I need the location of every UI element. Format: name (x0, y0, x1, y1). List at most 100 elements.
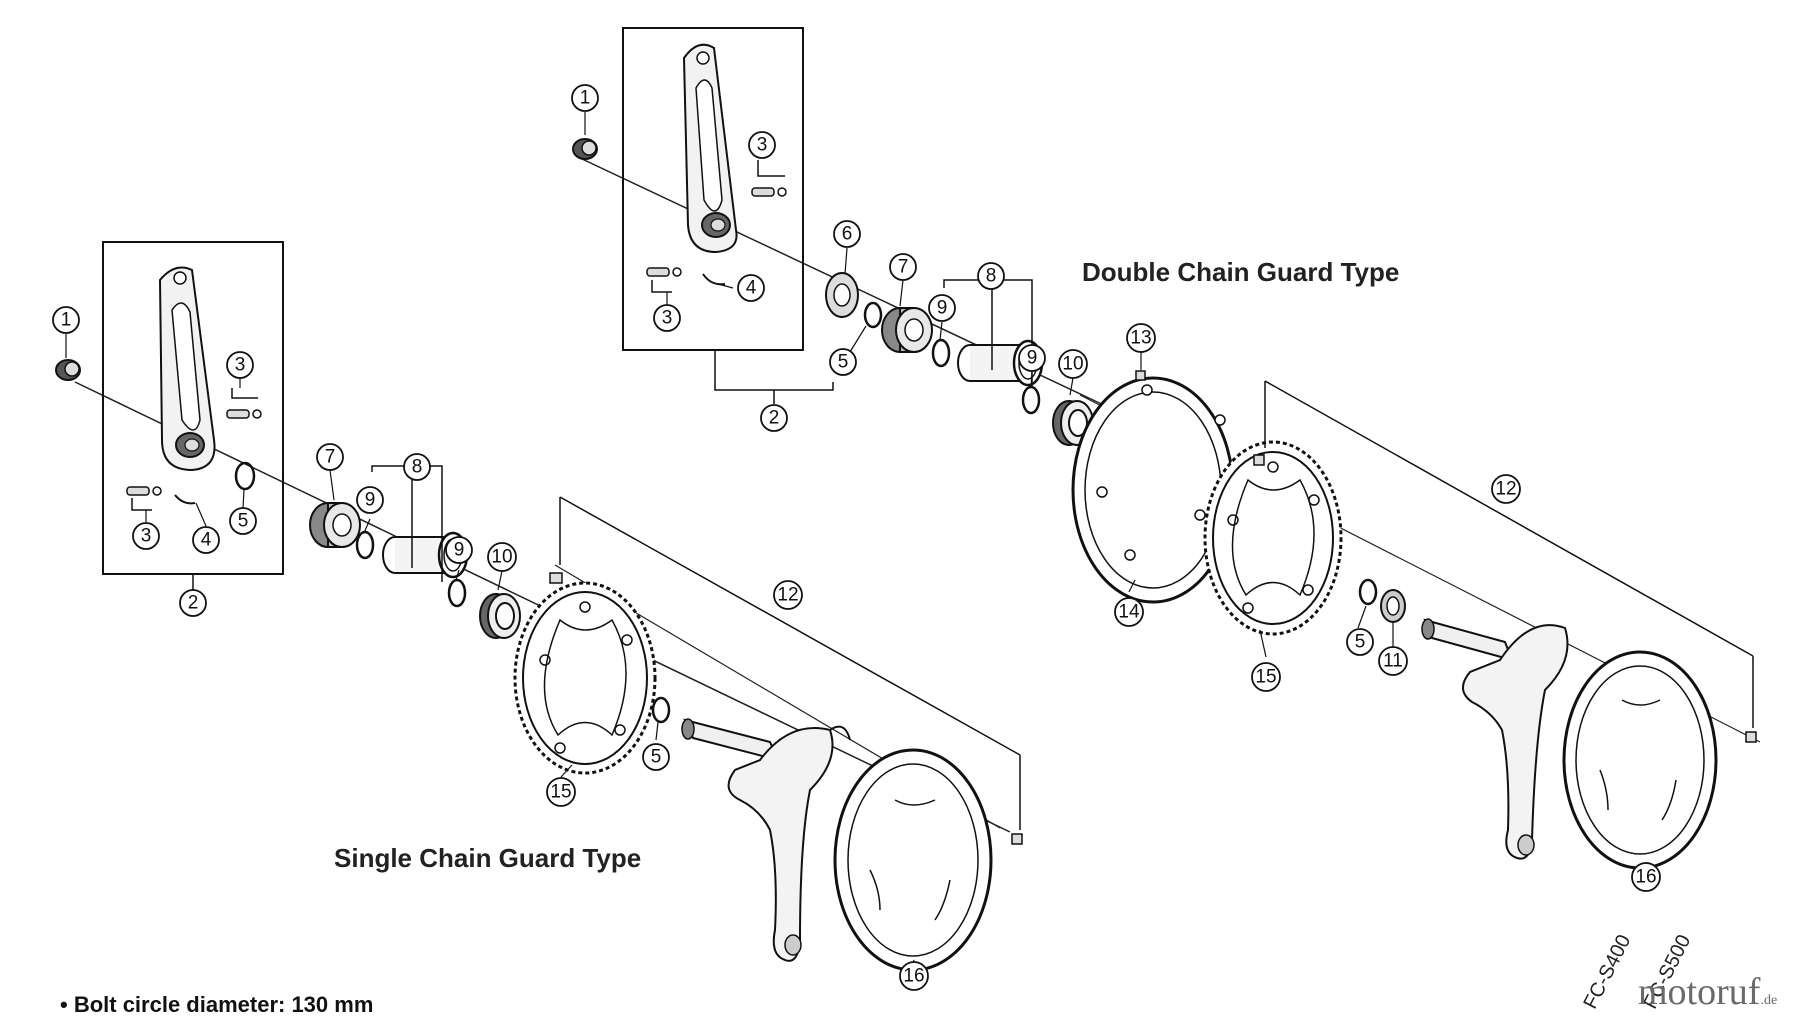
leader-lines (584, 112, 1647, 869)
crank-cap (572, 138, 598, 160)
callout-14: 14 (1114, 597, 1144, 627)
guard-bolt (1011, 833, 1023, 845)
svg-text:12: 12 (1495, 479, 1516, 500)
chain-guard (833, 748, 993, 972)
svg-text:16: 16 (903, 966, 924, 987)
svg-text:1: 1 (61, 310, 72, 331)
callout-8: 8 (977, 262, 1005, 290)
bolt-circle-note: • Bolt circle diameter: 130 mm (60, 992, 374, 1017)
crank-bolt (226, 409, 262, 419)
callout-9: 9 (445, 536, 473, 564)
right-crank-arm (1421, 618, 1569, 860)
callout-9: 9 (1018, 344, 1046, 372)
callout-5: 5 (642, 743, 670, 771)
single-guard-assembly (55, 241, 1023, 972)
svg-text:5: 5 (238, 511, 249, 532)
svg-text:9: 9 (1027, 348, 1038, 369)
callout-8: 8 (403, 453, 431, 481)
watermark-logo: motoruf.de (1638, 970, 1777, 1014)
left-crank-arm (158, 266, 216, 472)
callout-9: 9 (928, 294, 956, 322)
callout-12: 12 (773, 580, 803, 610)
svg-text:3: 3 (662, 308, 673, 329)
callouts: 1 2 3 3 4 5 7 8 9 9 10 12 5 15 16 1 2 3 … (52, 84, 1661, 991)
callout-10: 10 (1058, 349, 1088, 379)
callout-9: 9 (356, 486, 384, 514)
watermark-text: motoruf (1638, 971, 1761, 1013)
guard-bolt (1745, 731, 1757, 743)
crank-bolt (646, 267, 682, 277)
svg-text:4: 4 (746, 278, 757, 299)
stopper-plate (702, 273, 726, 286)
chainring (1203, 440, 1343, 636)
svg-text:15: 15 (550, 782, 571, 803)
svg-text:14: 14 (1118, 602, 1140, 623)
chain-guard (1562, 650, 1718, 870)
watermark-suffix: .de (1760, 993, 1778, 1008)
chainring-bolt (1253, 454, 1265, 466)
stopper-plate (174, 494, 196, 505)
svg-text:7: 7 (325, 447, 336, 468)
callout-7: 7 (316, 443, 344, 471)
callout-15: 15 (1251, 662, 1281, 692)
callout-4: 4 (737, 274, 765, 302)
callout-16: 16 (1631, 862, 1661, 892)
double-guard-title: Double Chain Guard Type (1082, 257, 1400, 287)
svg-text:3: 3 (235, 355, 246, 376)
svg-text:5: 5 (1355, 632, 1366, 653)
left-crank-box (622, 27, 804, 351)
callout-15: 15 (546, 777, 576, 807)
svg-text:3: 3 (757, 135, 768, 156)
svg-text:7: 7 (898, 257, 909, 278)
callout-2: 2 (760, 404, 788, 432)
svg-text:4: 4 (201, 530, 212, 551)
svg-text:1: 1 (580, 88, 591, 109)
bb-spacer (447, 578, 467, 608)
crank-bolt (751, 187, 787, 197)
callout-5: 5 (229, 507, 257, 535)
left-crank-arm (682, 43, 738, 254)
svg-text:11: 11 (1383, 651, 1403, 672)
double-guard-assembly (572, 27, 1761, 870)
svg-text:5: 5 (838, 352, 849, 373)
callout-7: 7 (889, 253, 917, 281)
svg-text:6: 6 (842, 224, 853, 245)
callout-12: 12 (1491, 474, 1521, 504)
bb-spacer (355, 530, 375, 560)
callout-5: 5 (829, 348, 857, 376)
callout-6: 6 (833, 220, 861, 248)
callout-4: 4 (192, 526, 220, 554)
svg-text:13: 13 (1130, 328, 1151, 349)
crank-cap (55, 359, 81, 381)
o-ring (651, 696, 671, 724)
svg-text:16: 16 (1635, 867, 1656, 888)
callout-2: 2 (179, 589, 207, 617)
svg-text:8: 8 (986, 266, 997, 287)
svg-text:9: 9 (365, 490, 376, 511)
callout-3: 3 (226, 351, 254, 379)
callout-13: 13 (1126, 323, 1156, 353)
o-ring (234, 461, 256, 491)
svg-text:8: 8 (412, 457, 423, 478)
svg-text:3: 3 (141, 526, 152, 547)
callout-3: 3 (653, 304, 681, 332)
callout-16: 16 (899, 961, 929, 991)
chainring-bolt (549, 572, 563, 584)
o-ring (863, 301, 883, 329)
right-crank-arm (681, 718, 851, 962)
svg-text:10: 10 (491, 547, 512, 568)
svg-text:2: 2 (769, 408, 780, 429)
guard-bolt (1135, 370, 1146, 381)
single-guard-title: Single Chain Guard Type (334, 843, 642, 873)
bb-cup (881, 307, 933, 353)
svg-text:10: 10 (1062, 354, 1083, 375)
callout-3: 3 (132, 522, 160, 550)
bb-spacer (931, 338, 951, 368)
svg-text:12: 12 (777, 585, 798, 606)
svg-text:9: 9 (937, 298, 948, 319)
svg-text:2: 2 (188, 593, 199, 614)
chainring (513, 581, 657, 775)
svg-text:15: 15 (1255, 667, 1276, 688)
o-ring (1358, 578, 1378, 606)
